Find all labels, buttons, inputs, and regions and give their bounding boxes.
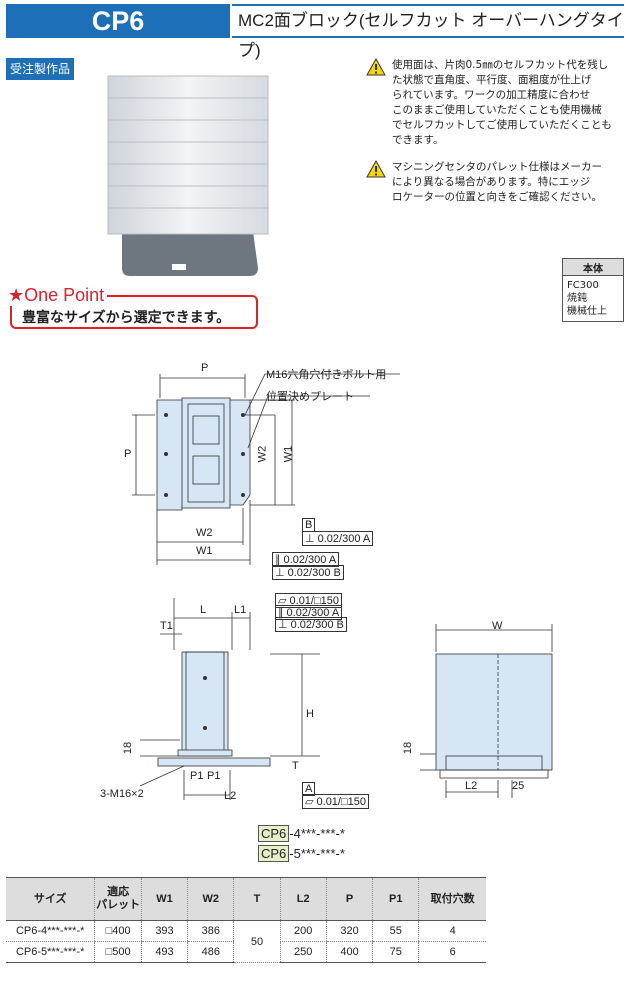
- dim-L2: L2: [465, 780, 478, 792]
- datum-A: A: [302, 782, 316, 796]
- dim-P-side: P: [124, 448, 132, 460]
- warning-icon: [366, 160, 386, 178]
- dim-T: T: [292, 760, 299, 772]
- dim-P1: P1: [190, 770, 204, 782]
- tol-frame: ⊥ 0.02/300 B: [272, 565, 344, 580]
- dim-P: P: [201, 362, 209, 374]
- col-P1: P1: [372, 877, 419, 921]
- one-point-title: ★One Point: [8, 285, 108, 306]
- tol-frame: ∥ 0.02/300 A: [272, 552, 340, 567]
- side-view-drawing: [140, 598, 320, 800]
- spec-table: サイズ 適応 パレット W1 W2 T L2 P P1 取付穴数 CP6-4**…: [6, 877, 486, 963]
- col-T: T: [233, 877, 281, 921]
- dim-W2-side: W2: [256, 445, 269, 463]
- one-point-box: [10, 295, 258, 329]
- datum-B: B: [302, 518, 316, 532]
- material-header: 本体: [562, 258, 624, 276]
- col-W1: W1: [140, 877, 188, 921]
- dim-L: L: [200, 604, 207, 616]
- col-W2: W2: [187, 877, 234, 921]
- tol-frame: ▱ 0.01/□150: [302, 794, 369, 809]
- product-code: CP6: [6, 4, 230, 38]
- note-1: 使用面は、片肉0.5㎜のセルフカット代を残した状態で直角度、平行度、面粗度が仕上…: [392, 59, 612, 146]
- tol-frame: ⊥ 0.02/300 B: [275, 617, 347, 632]
- bolt-count-label: 3-M16×2: [100, 788, 144, 800]
- order-code-2: CP6-5***-***-*: [258, 845, 345, 862]
- col-L2: L2: [279, 877, 327, 921]
- front-view-drawing: [420, 624, 553, 798]
- dim-W1: W1: [196, 545, 213, 557]
- dim-P1: P1: [207, 770, 221, 782]
- note-2: マシニングセンタのパレット仕様はメーカーにより異なる場合があります。特にエッジロ…: [392, 161, 602, 203]
- dim-18: 18: [122, 741, 135, 755]
- product-title: MC2面ブロック(セルフカット オーバーハングタイプ): [232, 4, 624, 60]
- dim-L1: L1: [234, 604, 247, 616]
- dim-L2: L2: [224, 790, 237, 802]
- col-P: P: [325, 877, 373, 921]
- col-holes: 取付穴数: [418, 877, 486, 921]
- warning-icon: [366, 58, 386, 76]
- col-pallet: 適応 パレット: [94, 877, 142, 921]
- plate-callout: 位置決めプレート: [266, 391, 354, 403]
- one-point-text: 豊富なサイズから選定できます。: [22, 310, 231, 326]
- bolt-callout: M16六角穴付きボルト用: [266, 369, 387, 381]
- dim-W1-side: W1: [282, 445, 295, 463]
- dim-W: W: [492, 620, 503, 632]
- dim-T1: T1: [160, 620, 173, 632]
- top-view-drawing: [132, 373, 400, 565]
- col-size: サイズ: [6, 877, 95, 921]
- tol-frame: ⊥ 0.02/300 A: [302, 531, 374, 546]
- dim-H: H: [306, 708, 314, 720]
- dim-25: 25: [512, 780, 525, 792]
- tol-frame: ∥ 0.02/300 A: [275, 605, 343, 620]
- dim-18: 18: [402, 741, 415, 755]
- table-row: CP6-4***-***-* □400 393 386 50 200 320 5…: [6, 920, 486, 963]
- order-code-1: CP6-4***-***-*: [258, 825, 345, 842]
- made-to-order-badge: 受注製作品: [6, 58, 74, 80]
- table-row: CP6-5***-***-* □500 493 486 250 400 75 6: [6, 941, 486, 963]
- tol-frame: ▱ 0.01/□150: [275, 593, 342, 608]
- dim-W2: W2: [196, 527, 213, 539]
- product-photo: [107, 75, 269, 276]
